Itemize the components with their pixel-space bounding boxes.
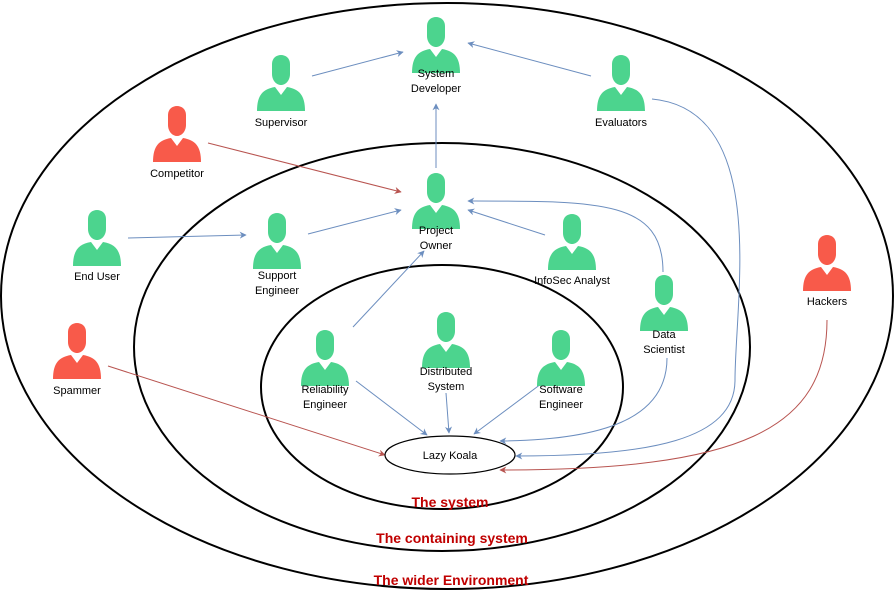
wider-environment-ring-title: The wider Environment xyxy=(374,572,529,588)
person-icon xyxy=(73,210,121,266)
actor-spammer[interactable]: Spammer xyxy=(53,323,101,397)
actor-label-line: Spammer xyxy=(53,385,101,397)
actor-label-line: Evaluators xyxy=(595,117,647,129)
arrow-evaluators-to-system-developer xyxy=(467,41,592,77)
containing-system-ring xyxy=(133,142,751,552)
actor-hackers[interactable]: Hackers xyxy=(803,235,851,308)
actor-label-line: Developer xyxy=(411,83,461,95)
person-icon xyxy=(253,213,301,269)
actor-label-line: Software xyxy=(539,384,582,396)
person-icon xyxy=(597,55,645,111)
actor-label-spammer: Spammer xyxy=(53,385,101,397)
red-connectors xyxy=(107,142,828,474)
person-icon xyxy=(412,17,460,73)
actor-competitor[interactable]: Competitor xyxy=(150,106,204,180)
actor-label-evaluators: Evaluators xyxy=(595,117,647,129)
actor-end-user[interactable]: End User xyxy=(73,210,121,283)
arrow-supervisor-to-system-developer xyxy=(311,50,404,77)
person-icon xyxy=(53,323,101,379)
arrow-reliability-engineer-to-project-owner xyxy=(352,250,425,328)
actor-label-line: Owner xyxy=(420,240,453,252)
actor-label-line: System xyxy=(428,381,465,393)
person-icon xyxy=(548,214,596,270)
lazy-koala-label: Lazy Koala xyxy=(423,450,478,462)
actor-infosec-analyst[interactable]: InfoSec Analyst xyxy=(534,214,610,287)
arrow-software-engineer-to-lazy-koala xyxy=(473,380,546,435)
arrow-competitor-to-project-owner xyxy=(207,142,402,194)
lazy-koala-ellipse xyxy=(384,435,516,475)
actor-supervisor[interactable]: Supervisor xyxy=(255,55,308,129)
actor-label-line: Supervisor xyxy=(255,117,308,129)
actor-label-hackers: Hackers xyxy=(807,296,848,308)
actor-label-line: Distributed xyxy=(420,366,473,378)
actor-label-line: Scientist xyxy=(643,344,685,356)
actor-label-line: System xyxy=(418,68,455,80)
arrow-infosec-analyst-to-project-owner xyxy=(467,208,546,236)
actor-evaluators[interactable]: Evaluators xyxy=(595,55,647,129)
person-icon xyxy=(803,235,851,291)
person-icon xyxy=(422,312,470,368)
actor-label-line: InfoSec Analyst xyxy=(534,275,610,287)
actor-label-line: Hackers xyxy=(807,296,848,308)
person-icon xyxy=(153,106,201,162)
actor-label-line: Engineer xyxy=(255,285,299,297)
actor-label-line: End User xyxy=(74,271,120,283)
person-icon xyxy=(640,275,688,331)
actor-label-competitor: Competitor xyxy=(150,168,204,180)
system-ring xyxy=(260,264,624,510)
person-icon xyxy=(412,173,460,229)
arrow-support-engineer-to-project-owner xyxy=(307,208,402,235)
person-icon xyxy=(301,330,349,386)
actor-label-line: Data xyxy=(652,329,676,341)
actor-label-line: Project xyxy=(419,225,453,237)
actor-label-line: Engineer xyxy=(303,399,347,411)
arrow-end-user-to-support-engineer xyxy=(127,231,247,239)
arrow-distributed-system-to-lazy-koala xyxy=(445,392,453,434)
containing-system-ring-title: The containing system xyxy=(376,530,528,546)
arrow-data-scientist-to-lazy-koala xyxy=(499,357,668,445)
actor-label-infosec-analyst: InfoSec Analyst xyxy=(534,275,610,287)
system-ring-title: The system xyxy=(411,494,488,510)
arrow-evaluators-to-lazy-koala xyxy=(515,98,741,460)
actor-label-line: Competitor xyxy=(150,168,204,180)
arrow-spammer-to-lazy-koala xyxy=(107,365,386,457)
actor-label-line: Engineer xyxy=(539,399,583,411)
blue-connectors xyxy=(127,41,741,460)
lazy-koala-node[interactable]: Lazy Koala xyxy=(384,435,516,475)
person-icon xyxy=(537,330,585,386)
actor-label-supervisor: Supervisor xyxy=(255,117,308,129)
actor-label-end-user: End User xyxy=(74,271,120,283)
arrow-reliability-engineer-to-lazy-koala xyxy=(355,380,428,436)
actor-label-line: Support xyxy=(258,270,297,282)
arrow-data-scientist-to-project-owner xyxy=(467,197,664,273)
person-icon xyxy=(257,55,305,111)
arrow-hackers-to-lazy-koala xyxy=(499,319,828,474)
actor-label-line: Reliability xyxy=(301,384,349,396)
